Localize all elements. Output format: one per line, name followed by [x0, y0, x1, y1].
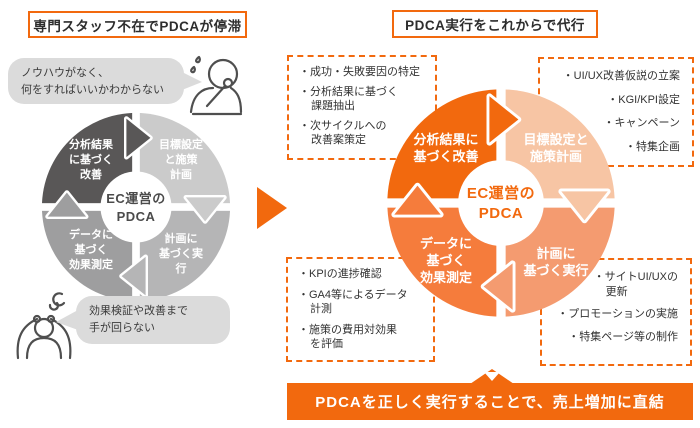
list-item: ・キャンペーン — [603, 117, 680, 130]
list-item: ・プロモーションの実施 — [557, 308, 678, 321]
right-panel-title: PDCA実行をこれからで代行 — [392, 10, 598, 38]
list-item: ・次サイクルへの 改善案策定 — [299, 119, 387, 147]
person-facepalm-icon — [189, 55, 243, 116]
clockwise-arrow-right-icon — [558, 188, 611, 224]
list-item: ・UI/UX改善仮説の立案 — [562, 70, 680, 82]
bubble-tail-left — [56, 310, 78, 330]
left-panel-title: 専門スタッフ不在でPDCAが停滞 — [28, 11, 247, 38]
list-item: ・施策の費用対効果 を評価 — [298, 323, 397, 351]
bubble-tail-right — [182, 72, 202, 90]
list-item: ・KPIの進捗確認 — [298, 268, 382, 280]
list-item: ・KGI/KPI設定 — [607, 93, 680, 106]
list-item: ・GA4等によるデータ 計測 — [298, 288, 408, 316]
list-item: ・分析結果に基づく 課題抽出 — [299, 85, 398, 113]
pdca-circle-gray — [40, 111, 232, 303]
check-items-box: ・KPIの進捗確認 ・GA4等によるデータ 計測 ・施策の費用対効果 を評価 — [286, 257, 435, 362]
clockwise-arrow-left-icon — [391, 182, 444, 218]
clockwise-arrow-bottom-icon — [480, 260, 516, 313]
plan-items-box: ・UI/UX改善仮説の立案 ・KGI/KPI設定 ・キャンペーン ・特集企画 — [538, 57, 694, 167]
flow-arrow-icon — [257, 187, 287, 229]
clockwise-arrow-top-icon — [486, 93, 522, 146]
clockwise-arrow-bottom-icon — [119, 254, 148, 298]
person-frustrated-icon — [16, 292, 72, 360]
clockwise-arrow-top-icon — [123, 116, 153, 160]
conclusion-banner: PDCAを正しく実行することで、売上増加に直結 — [287, 383, 693, 420]
do-items-box: ・サイトUI/UXの 更新 ・プロモーションの実施 ・特集ページ等の制作 — [540, 258, 692, 366]
list-item: ・成功・失敗要因の特定 — [299, 66, 420, 78]
pdca-circle-orange — [385, 87, 617, 319]
list-item: ・特集ページ等の制作 — [568, 330, 678, 343]
list-item: ・特集企画 — [625, 140, 680, 153]
clockwise-arrow-right-icon — [183, 194, 227, 224]
bubble-no-capacity: 効果検証や改善まで 手が回らない — [76, 296, 230, 344]
banner-notch-icon — [470, 369, 514, 384]
clockwise-arrow-left-icon — [45, 190, 89, 219]
list-item: ・サイトUI/UXの 更新 — [593, 271, 678, 298]
bubble-no-knowhow: ノウハウがなく、 何をすればいいかわからない — [8, 58, 184, 104]
act-items-box: ・成功・失敗要因の特定 ・分析結果に基づく 課題抽出 ・次サイクルへの 改善案策… — [287, 55, 437, 160]
